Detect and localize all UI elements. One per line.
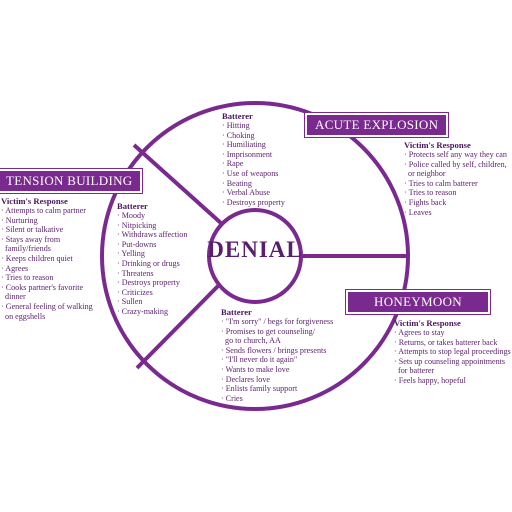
- list-item: · "I'm sorry" / begs for forgiveness: [221, 317, 334, 326]
- list-item: Sullen: [117, 297, 187, 307]
- tension-batterer-block: Batterer Moody Nitpicking Withdraws affe…: [117, 201, 187, 317]
- list-item: · Police called by self, children,: [404, 159, 507, 169]
- list-item: Beating: [222, 179, 285, 189]
- list-item: · Promises to get counseling/: [221, 326, 315, 336]
- list-item: · Sends flowers / brings presents: [221, 345, 327, 355]
- list-item: · Enlists family support: [221, 384, 298, 394]
- list-item: · Declares love: [221, 374, 270, 384]
- list-item: family/friends: [5, 244, 51, 254]
- honeymoon-batterer-heading: Batterer: [221, 307, 252, 317]
- list-item: · General feeling of walking: [1, 301, 93, 311]
- list-item: Drinking or drugs: [117, 259, 187, 269]
- list-item: · Tries to reason: [1, 273, 54, 283]
- acute-victim-heading: Victim's Response: [404, 140, 471, 150]
- list-item: Imprisonment: [222, 150, 285, 160]
- list-item: · Stays away from: [1, 234, 61, 244]
- list-item: for batterer: [398, 366, 435, 376]
- list-item: on eggshells: [5, 311, 46, 321]
- list-item: · Wants to make love: [221, 364, 290, 374]
- list-item: · Cooks partner's favorite: [1, 282, 84, 292]
- divider-lower-left: [135, 283, 221, 370]
- list-item: · Sets up counseling appointments: [394, 356, 506, 366]
- list-item: Crazy-making: [117, 307, 187, 317]
- list-item: · Attempts to stop legal proceedings: [394, 347, 511, 357]
- list-item: Destroys property: [117, 278, 187, 288]
- list-item: Rape: [222, 159, 285, 169]
- list-item: · Tries to reason: [404, 188, 457, 198]
- acute-batterer-heading: Batterer: [222, 111, 253, 121]
- list-item: Destroys property: [222, 198, 285, 208]
- list-item: · Agrees to stay: [394, 328, 445, 337]
- divider-upper-left: [132, 143, 224, 226]
- stage-label-tension-building: TENSION BUILDING: [0, 169, 143, 193]
- list-item: dinner: [5, 292, 26, 302]
- list-item: · Protects self any way they can: [404, 150, 507, 159]
- list-item: Humiliating: [222, 140, 285, 150]
- list-item: · Leaves: [404, 207, 432, 217]
- list-item: · Feels happy, hopeful: [394, 375, 466, 385]
- list-item: Withdraws affection: [117, 230, 188, 240]
- list-item: Yelling: [117, 249, 187, 259]
- honeymoon-victim-block: Victim's Response · Agrees to stay · Ret…: [394, 318, 511, 386]
- list-item: Use of weapons: [222, 169, 285, 179]
- stage-label-acute-explosion: ACUTE EXPLOSION: [305, 113, 449, 137]
- acute-victim-block: Victim's Response · Protects self any wa…: [404, 140, 507, 217]
- list-item: · Silent or talkative: [1, 225, 64, 235]
- list-item: · Agrees: [1, 263, 29, 273]
- stage-label-honeymoon: HONEYMOON: [346, 290, 490, 314]
- list-item: Nitpicking: [117, 221, 187, 231]
- center-label-denial: DENIAL: [207, 237, 303, 262]
- list-item: Hitting: [222, 121, 285, 131]
- list-item: go to church, AA: [225, 336, 281, 346]
- list-item: Criticizes: [117, 288, 187, 298]
- tension-batterer-heading: Batterer: [117, 201, 148, 211]
- list-item: Choking: [222, 131, 285, 141]
- list-item: or neighbor: [408, 169, 446, 179]
- list-item: · Nurturing: [1, 215, 38, 225]
- tension-victim-block: Victim's Response · Attempts to calm par…: [1, 196, 93, 321]
- list-item: · Returns, or takes batterer back: [394, 337, 498, 347]
- acute-batterer-block: Batterer Hitting Choking Humiliating Imp…: [222, 111, 285, 207]
- list-item: Put-downs: [117, 240, 187, 250]
- list-item: Moody: [117, 211, 187, 221]
- list-item: Threatens: [117, 269, 187, 279]
- list-item: Verbal Abuse: [222, 188, 285, 198]
- tension-victim-heading: Victim's Response: [1, 196, 68, 206]
- list-item: · Fights back: [404, 197, 447, 207]
- honeymoon-batterer-block: Batterer · "I'm sorry" / begs for forgiv…: [221, 307, 333, 403]
- list-item: · "I'll never do it again": [221, 355, 298, 365]
- list-item: · Cries: [221, 393, 243, 403]
- list-item: · Keeps children quiet: [1, 253, 73, 263]
- list-item: · Attempts to calm partner: [1, 206, 86, 215]
- list-item: · Tries to calm batterer: [404, 178, 478, 188]
- honeymoon-victim-heading: Victim's Response: [394, 318, 461, 328]
